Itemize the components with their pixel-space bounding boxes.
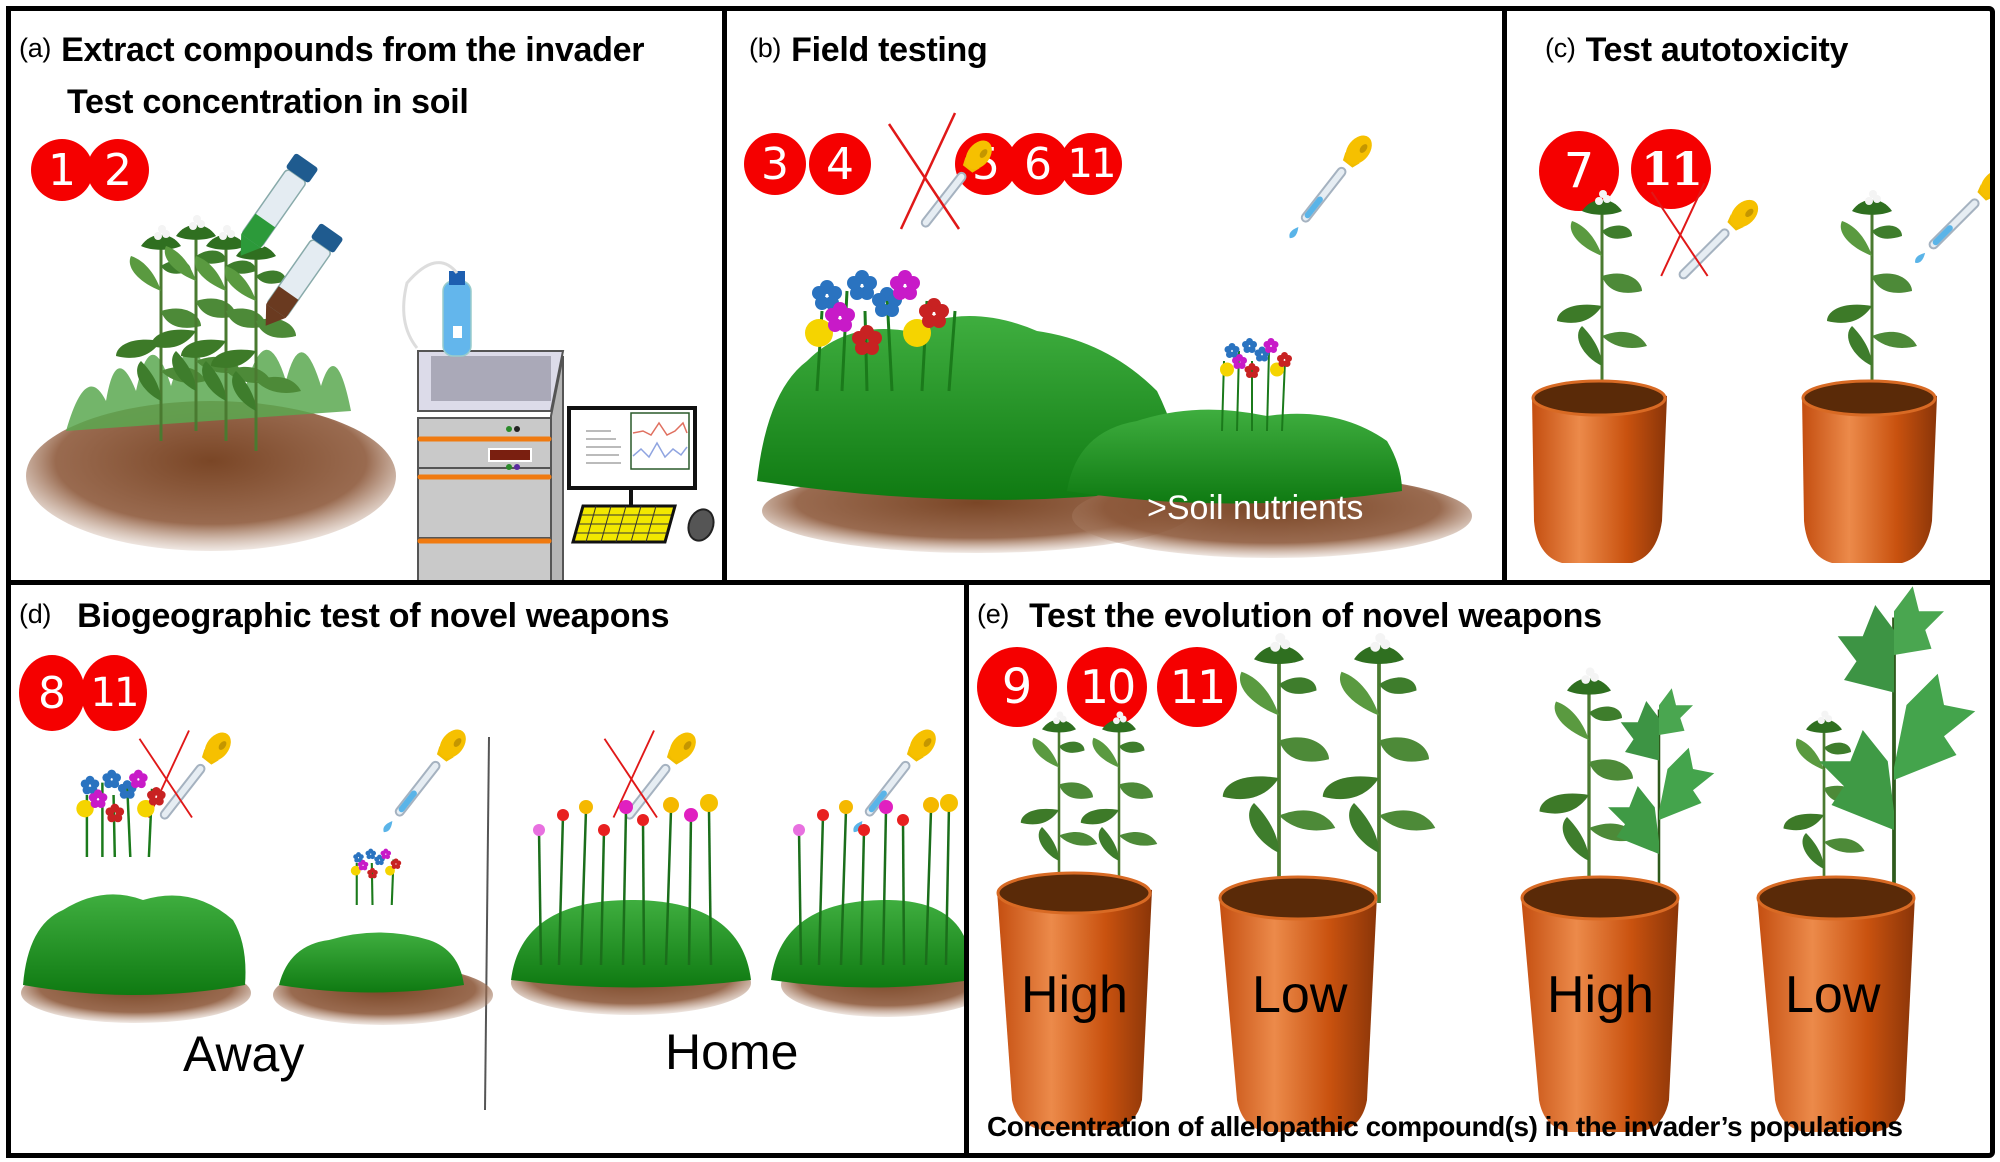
concentration-caption: Concentration of allelopathic compound(s… xyxy=(987,1111,1903,1142)
flower-community-icon xyxy=(21,769,251,1023)
pot-label: Low xyxy=(1252,966,1348,1024)
home-label: Home xyxy=(665,1024,799,1080)
panel-b-title: (b)Field testing xyxy=(749,31,988,69)
potted-plant-icon xyxy=(1531,188,1667,563)
crossed-pipette-icon xyxy=(1650,182,1765,287)
soil-nutrients-label: >Soil nutrients xyxy=(1147,489,1364,527)
panel-d-letter: (d) xyxy=(19,599,52,629)
pot-label: Low xyxy=(1785,966,1881,1024)
panel-d-title: (d)Biogeographic test of novel weapons xyxy=(19,597,670,635)
panel-e: (e)Test the evolution of novel weapons 9… xyxy=(964,580,1995,1158)
panel-c: (c)Test autotoxicity 7 11 xyxy=(1502,6,1995,585)
panel-b-letter: (b) xyxy=(749,33,782,63)
panel-c-title: (c)Test autotoxicity xyxy=(1545,31,1849,69)
soil-icon xyxy=(26,401,396,551)
reference-badge: 4 xyxy=(809,133,871,195)
panel-e-illustration xyxy=(996,585,1978,1132)
panel-b-illustration xyxy=(757,111,1472,558)
potted-plant-icon xyxy=(1520,665,1716,1132)
keyboard-icon xyxy=(571,504,677,544)
pipette-icon xyxy=(1907,165,1995,271)
pot-label: High xyxy=(1547,966,1654,1024)
hplc-instrument-icon xyxy=(402,261,565,580)
crossed-pipette-icon xyxy=(887,111,999,234)
grass-icon xyxy=(66,349,351,431)
reference-badge: 1 xyxy=(31,139,93,201)
potted-plant-icon xyxy=(1756,585,1978,1132)
panel-e-title: (e)Test the evolution of novel weapons xyxy=(977,597,1602,635)
potted-plant-icon xyxy=(1218,631,1438,1132)
reference-badge: 9 xyxy=(977,647,1057,727)
panel-c-letter: (c) xyxy=(1545,33,1576,63)
reference-badge: 10 xyxy=(1067,647,1147,727)
reference-badge: 2 xyxy=(87,139,149,201)
panel-a: (a)Extract compounds from the invader Te… xyxy=(6,6,727,585)
reference-badge: 11 xyxy=(1157,647,1237,727)
reference-badge: 3 xyxy=(744,133,806,195)
flower-community-icon xyxy=(1067,338,1472,558)
panel-b: (b)Field testing 3 4 5 6 11 xyxy=(722,6,1507,585)
computer-monitor-icon xyxy=(567,406,697,506)
reference-badge: 11 xyxy=(81,655,147,731)
potted-plant-icon xyxy=(1801,188,1937,563)
mouse-icon xyxy=(687,508,715,542)
pipette-icon xyxy=(375,724,471,838)
reference-badge: 6 xyxy=(1007,133,1069,195)
panel-c-illustration xyxy=(1531,11,1995,563)
panel-a-illustration xyxy=(26,153,715,580)
flower-community-icon xyxy=(273,848,493,1025)
native-community-icon xyxy=(511,794,751,1015)
panel-d: (d)Biogeographic test of novel weapons 8… xyxy=(6,580,969,1158)
reference-badge: 8 xyxy=(19,655,85,731)
pipette-icon xyxy=(845,724,941,838)
panel-a-title: (a)Extract compounds from the invader xyxy=(19,31,645,69)
pot-label: High xyxy=(1021,966,1128,1024)
panel-a-letter: (a) xyxy=(19,33,52,63)
away-label: Away xyxy=(183,1026,305,1082)
panel-d-illustration xyxy=(21,585,964,1111)
home-away-divider xyxy=(484,736,490,1111)
native-community-icon xyxy=(771,794,964,1017)
centrifuge-tube-icon xyxy=(240,153,343,326)
panel-a-subtitle: Test concentration in soil xyxy=(67,83,469,121)
reference-badge: 11 xyxy=(1060,133,1122,195)
pipette-icon xyxy=(1281,130,1377,244)
panel-e-letter: (e) xyxy=(977,599,1010,629)
potted-plant-icon xyxy=(996,710,1159,1130)
